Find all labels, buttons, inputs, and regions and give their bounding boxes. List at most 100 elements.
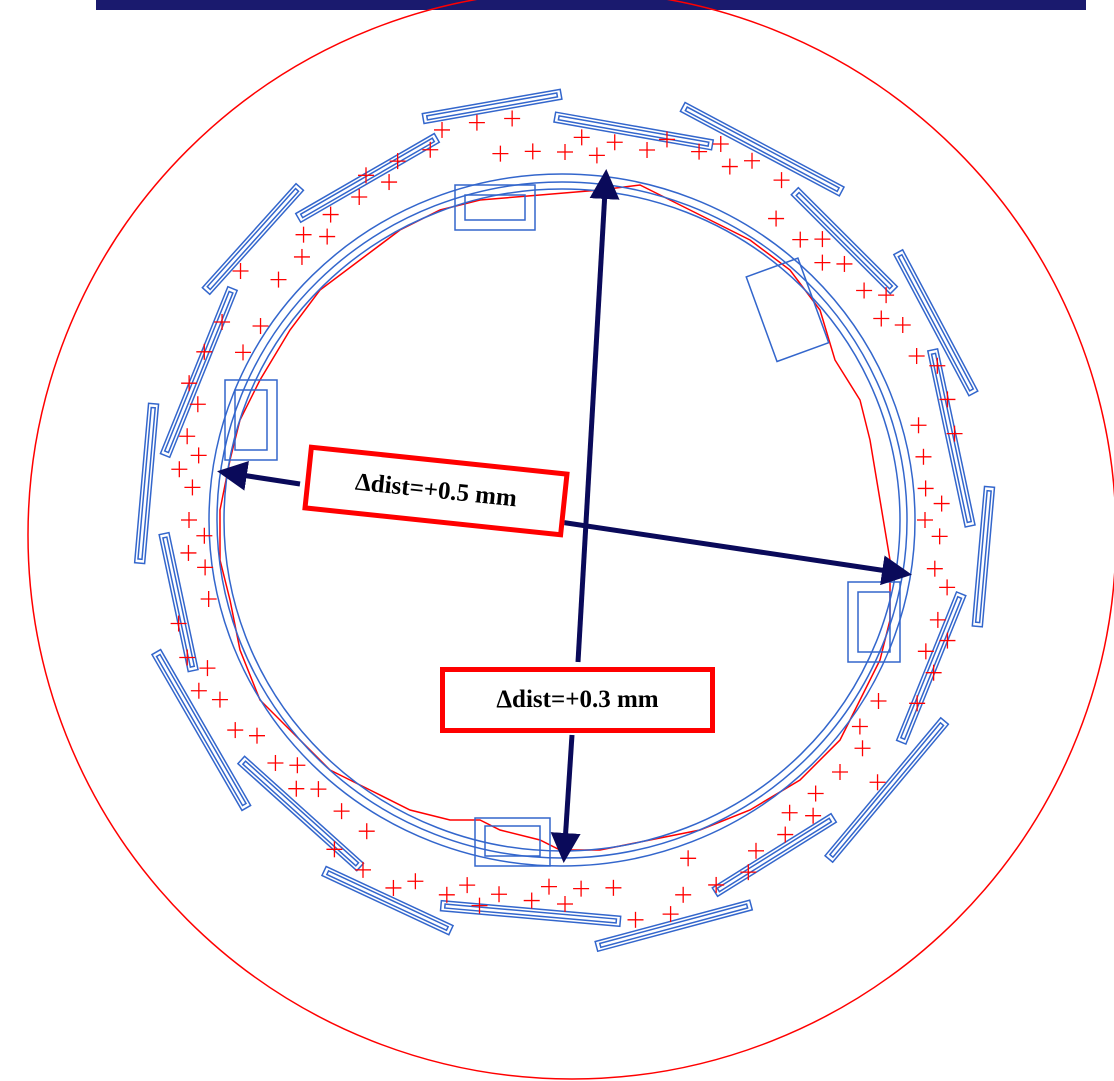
- cross-marker: [925, 664, 942, 681]
- detector-module: [294, 132, 441, 224]
- cross-marker: [270, 271, 287, 288]
- cross-marker: [326, 841, 343, 858]
- cross-marker: [931, 528, 948, 545]
- cross-marker: [288, 780, 305, 797]
- cross-marker: [915, 448, 932, 465]
- cross-marker: [691, 143, 708, 160]
- cross-marker: [917, 480, 934, 497]
- cross-marker: [854, 740, 871, 757]
- cross-marker: [434, 121, 451, 138]
- cross-marker: [180, 544, 197, 561]
- detector-module: [926, 347, 976, 528]
- detector-module: [711, 812, 838, 898]
- cross-marker: [540, 878, 557, 895]
- cross-marker: [781, 804, 798, 821]
- cross-marker: [322, 206, 339, 223]
- horizontal-dimension-arrow-right: [559, 519, 912, 586]
- header-bar: [96, 0, 1086, 10]
- cross-marker: [381, 174, 398, 191]
- cross-marker: [910, 417, 927, 434]
- cross-marker: [792, 231, 809, 248]
- cross-marker: [524, 143, 541, 160]
- cross-marker: [355, 861, 371, 878]
- cross-marker: [351, 188, 368, 205]
- vertical-distance-label: Δdist=+0.3 mm: [440, 667, 715, 733]
- detector-module: [679, 101, 846, 197]
- cross-marker: [573, 880, 590, 897]
- detector-module: [553, 111, 715, 151]
- cross-marker: [712, 135, 729, 152]
- inner-wall-outline: [219, 184, 891, 851]
- cross-marker: [179, 649, 196, 666]
- cross-marker: [389, 153, 406, 170]
- cross-marker: [908, 348, 925, 365]
- detector-module: [421, 88, 563, 125]
- outer-detector-modules: [133, 88, 996, 953]
- detector-module: [971, 485, 996, 628]
- cross-marker: [740, 864, 757, 881]
- cross-marker: [235, 344, 252, 361]
- detector-module: [236, 755, 365, 872]
- cross-marker: [197, 559, 214, 576]
- cross-marker: [293, 248, 310, 265]
- cross-marker: [894, 317, 911, 333]
- cross-marker: [708, 876, 725, 893]
- cross-marker: [909, 695, 926, 712]
- cross-marker: [252, 318, 269, 335]
- detector-module: [790, 186, 899, 295]
- cross-marker: [805, 807, 822, 824]
- cross-marker: [289, 757, 306, 774]
- cross-marker: [557, 896, 573, 912]
- cross-marker: [662, 906, 679, 923]
- cross-marker: [680, 850, 697, 867]
- cross-marker: [807, 785, 824, 802]
- detector-module: [158, 531, 199, 673]
- cross-marker: [658, 131, 675, 148]
- cross-marker: [232, 263, 249, 280]
- cross-marker: [873, 310, 890, 327]
- cross-marker: [933, 495, 950, 512]
- cross-marker: [946, 425, 963, 442]
- cross-marker: [358, 167, 374, 184]
- cross-marker: [926, 560, 943, 577]
- cross-marker: [471, 897, 488, 914]
- cross-marker: [333, 803, 350, 820]
- detector-module: [201, 182, 305, 296]
- cross-marker: [468, 114, 485, 131]
- cross-marker: [504, 110, 521, 127]
- cross-marker: [870, 693, 887, 709]
- cross-marker: [856, 282, 873, 299]
- cross-marker: [184, 479, 201, 496]
- detector-module: [133, 402, 160, 565]
- cross-marker: [588, 147, 605, 164]
- cross-marker: [573, 129, 590, 146]
- cross-marker: [627, 911, 644, 928]
- cross-marker: [211, 691, 228, 708]
- cross-marker: [200, 591, 217, 608]
- cross-marker: [744, 152, 761, 169]
- cross-marker: [196, 527, 213, 544]
- cross-marker: [319, 228, 336, 245]
- cross-marker: [814, 231, 831, 248]
- cross-marker: [248, 727, 265, 744]
- cross-marker: [851, 718, 868, 735]
- cross-marker: [407, 873, 424, 890]
- cross-marker: [227, 722, 244, 739]
- cross-marker: [422, 141, 439, 158]
- cross-marker: [189, 396, 206, 413]
- cross-marker: [836, 255, 853, 272]
- cross-marker: [675, 886, 692, 903]
- cross-marker: [917, 512, 933, 528]
- detector-module: [892, 248, 979, 397]
- cross-marker: [196, 343, 213, 360]
- cross-marker: [181, 512, 197, 528]
- cross-marker: [929, 611, 946, 628]
- cross-marker: [939, 391, 956, 408]
- support-boxes: [224, 184, 901, 867]
- cross-marker: [523, 892, 540, 909]
- cross-marker: [721, 158, 738, 175]
- detector-module: [320, 865, 455, 936]
- cross-marker: [605, 879, 622, 896]
- cross-marker: [170, 615, 187, 632]
